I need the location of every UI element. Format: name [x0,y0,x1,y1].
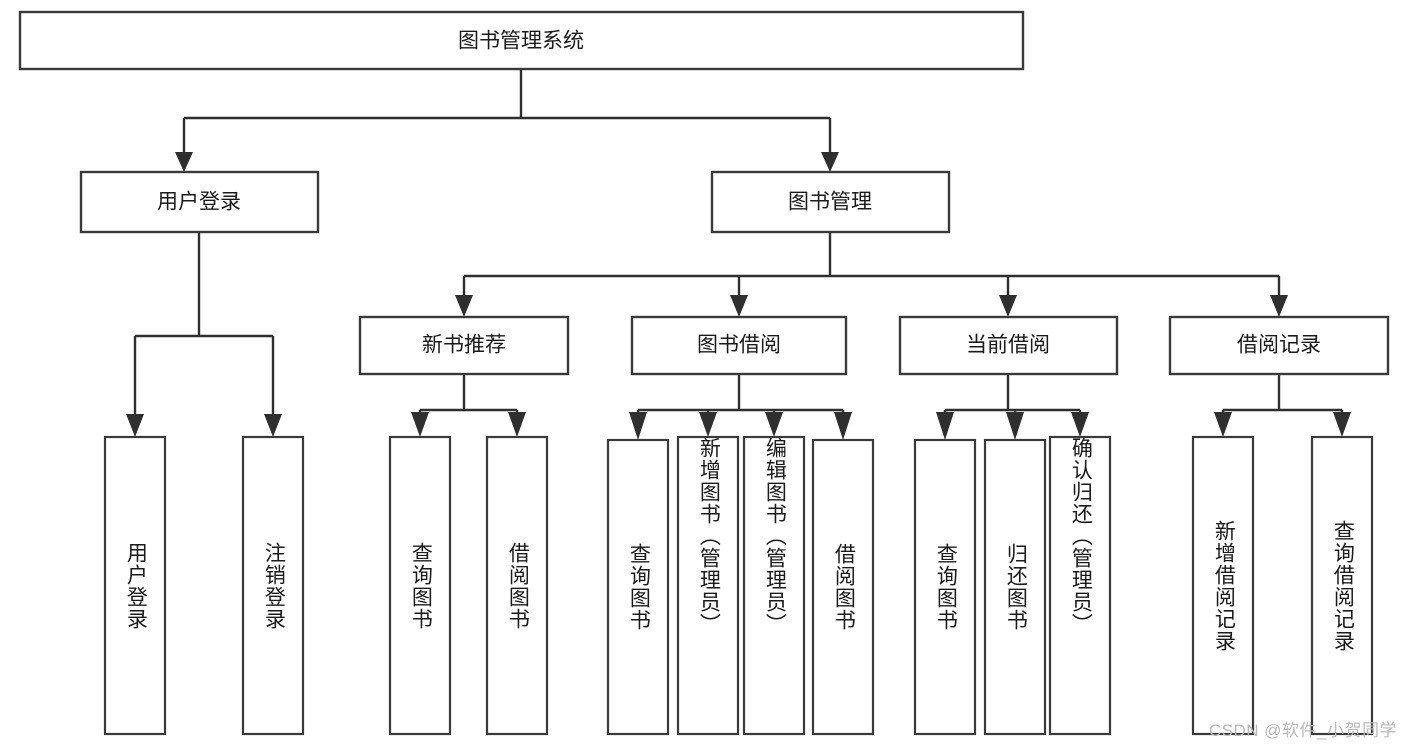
node-leaf-logout-rect[interactable] [241,435,305,736]
arrow-head-leaf-add-book [699,412,717,437]
node-leaf-user-login-rect[interactable] [103,435,167,736]
node-current-borrow[interactable]: 当前借阅 [898,315,1119,376]
node-new-book-rec[interactable]: 新书推荐 [358,315,570,376]
node-current-borrow-rect[interactable] [898,315,1119,376]
csdn-watermark: CSDN @软件_小贺同学 [1208,721,1397,740]
node-leaf-borrow-book-2-rect[interactable] [811,438,875,736]
arrow-head-book-borrow [730,295,748,317]
node-root-label: 图书管理系统 [458,30,584,53]
node-root[interactable]: 图书管理系统 [18,10,1025,71]
connector-group-new-book-rec [411,374,526,437]
node-new-book-rec-rect[interactable] [358,315,570,376]
node-user-login[interactable]: 用户登录 [79,170,320,234]
node-book-borrow-label: 图书借阅 [697,334,781,357]
connector-group-user-login [126,232,282,437]
connector-group-book-manage [455,232,1288,317]
arrow-head-leaf-return-book [1006,412,1024,440]
node-leaf-query-book-3-rect[interactable] [913,438,977,736]
arrow-head-leaf-query-book-1 [411,412,429,437]
node-borrow-record-rect[interactable] [1168,315,1390,376]
arrow-head-leaf-user-login [126,414,144,437]
node-leaf-query-book-1-rect[interactable] [388,435,452,736]
node-user-login-rect[interactable] [79,170,320,234]
arrow-head-borrow-record [1270,295,1288,317]
arrow-head-leaf-query-book-2 [629,412,647,440]
node-current-borrow-label: 当前借阅 [966,334,1050,357]
node-user-login-label: 用户登录 [157,191,241,214]
node-book-manage[interactable]: 图书管理 [710,170,951,234]
arrow-head-leaf-query-record [1333,412,1351,437]
connector-group-root [175,69,839,172]
arrow-head-leaf-add-record [1214,412,1232,437]
connector-group-borrow-record [1214,374,1351,437]
node-leaf-add-record-rect[interactable] [1191,435,1255,736]
arrow-head-leaf-query-book-3 [936,412,954,440]
arrow-head-leaf-edit-book [765,412,783,437]
node-book-borrow-rect[interactable] [630,315,848,376]
node-book-manage-label: 图书管理 [788,191,872,214]
node-leaf-add-book-rect[interactable] [676,435,740,736]
node-leaf-edit-book-rect[interactable] [742,435,806,736]
node-leaf-borrow-book-1-rect[interactable] [485,435,549,736]
arrow-head-leaf-borrow-book-1 [508,412,526,437]
node-borrow-record[interactable]: 借阅记录 [1168,315,1390,376]
node-leaf-return-book-rect[interactable] [983,438,1047,736]
node-book-borrow[interactable]: 图书借阅 [630,315,848,376]
arrow-head-leaf-logout [264,414,282,437]
arrow-head-user-login [175,152,193,172]
arrow-head-book-manage [821,152,839,172]
connector-group-current-borrow [936,374,1089,440]
node-book-manage-rect[interactable] [710,170,951,234]
arrow-head-leaf-confirm-return [1071,412,1089,437]
node-leaf-query-book-2-rect[interactable] [606,438,670,736]
connector-group-book-borrow [629,374,852,440]
arrow-head-current-borrow [999,295,1017,317]
arrow-head-leaf-borrow-book-2 [834,412,852,440]
node-leaf-query-record-rect[interactable] [1310,435,1374,736]
node-borrow-record-label: 借阅记录 [1237,334,1321,357]
node-leaf-confirm-return-rect[interactable] [1048,435,1112,736]
node-new-book-rec-label: 新书推荐 [422,334,506,357]
arrow-head-new-book-rec [455,295,473,317]
node-root-rect[interactable] [18,10,1025,71]
